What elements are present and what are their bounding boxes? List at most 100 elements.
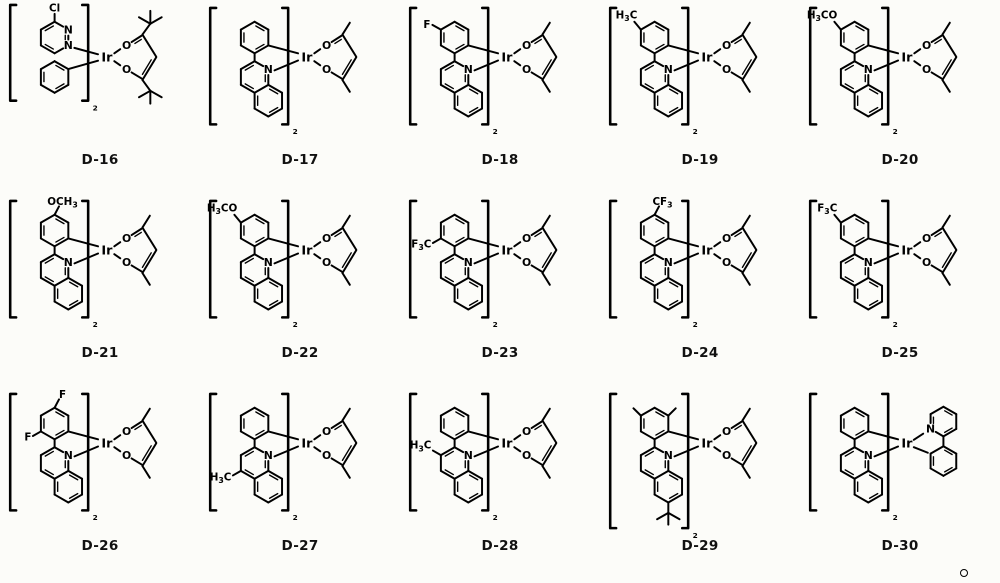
compound-label: D-17 xyxy=(281,152,319,168)
svg-text:Ir: Ir xyxy=(901,243,913,258)
svg-text:O: O xyxy=(922,256,931,269)
svg-text:N: N xyxy=(64,39,73,52)
svg-text:N: N xyxy=(64,449,73,462)
compound-label: D-28 xyxy=(481,538,519,554)
svg-text:2: 2 xyxy=(493,513,498,522)
svg-text:2: 2 xyxy=(293,320,298,329)
svg-text:Ir: Ir xyxy=(501,243,513,258)
svg-text:F3C: F3C xyxy=(817,202,837,216)
svg-text:H3C: H3C xyxy=(616,9,638,23)
svg-text:2: 2 xyxy=(693,320,698,329)
svg-text:O: O xyxy=(722,256,731,269)
compound-label: D-29 xyxy=(681,538,719,554)
svg-text:2: 2 xyxy=(893,513,898,522)
svg-text:O: O xyxy=(722,63,731,76)
svg-text:Ir: Ir xyxy=(301,50,313,65)
svg-text:2: 2 xyxy=(93,103,98,112)
svg-text:Cl: Cl xyxy=(49,2,60,14)
svg-text:O: O xyxy=(122,449,131,462)
svg-text:F3C: F3C xyxy=(411,238,431,252)
svg-text:N: N xyxy=(664,256,673,269)
svg-text:N: N xyxy=(864,449,873,462)
svg-text:O: O xyxy=(722,425,731,438)
svg-text:N: N xyxy=(64,256,73,269)
svg-text:O: O xyxy=(722,232,731,245)
svg-text:N: N xyxy=(464,63,473,76)
svg-text:H3C: H3C xyxy=(410,440,432,454)
svg-text:Ir: Ir xyxy=(101,50,113,65)
svg-text:Ir: Ir xyxy=(701,50,713,65)
svg-text:CF3: CF3 xyxy=(652,196,672,210)
svg-text:O: O xyxy=(522,256,531,269)
compound-label: D-18 xyxy=(481,152,519,168)
svg-text:2: 2 xyxy=(293,513,298,522)
svg-text:Ir: Ir xyxy=(901,436,913,451)
svg-text:Ir: Ir xyxy=(301,436,313,451)
compound-label: D-23 xyxy=(481,345,519,361)
svg-text:Ir: Ir xyxy=(301,243,313,258)
svg-text:2: 2 xyxy=(693,531,698,538)
stray-ring-mark xyxy=(960,569,968,577)
svg-text:O: O xyxy=(322,256,331,269)
svg-text:O: O xyxy=(722,39,731,52)
svg-text:Ir: Ir xyxy=(701,243,713,258)
svg-text:O: O xyxy=(522,232,531,245)
svg-text:O: O xyxy=(322,39,331,52)
svg-text:H3CO: H3CO xyxy=(207,202,238,216)
svg-text:O: O xyxy=(122,256,131,269)
svg-text:Ir: Ir xyxy=(501,436,513,451)
svg-text:N: N xyxy=(464,256,473,269)
svg-text:2: 2 xyxy=(493,320,498,329)
svg-text:N: N xyxy=(264,449,273,462)
svg-text:OCH3: OCH3 xyxy=(47,196,78,210)
svg-text:N: N xyxy=(464,449,473,462)
svg-text:F: F xyxy=(59,389,66,401)
svg-text:N: N xyxy=(264,63,273,76)
svg-text:N: N xyxy=(64,23,73,36)
compound-label: D-24 xyxy=(681,345,719,361)
svg-text:O: O xyxy=(522,449,531,462)
svg-text:O: O xyxy=(922,39,931,52)
svg-text:O: O xyxy=(922,232,931,245)
svg-text:H3C: H3C xyxy=(210,471,232,485)
svg-text:2: 2 xyxy=(693,127,698,136)
svg-text:N: N xyxy=(926,423,935,436)
svg-text:O: O xyxy=(122,232,131,245)
svg-text:O: O xyxy=(522,63,531,76)
svg-text:N: N xyxy=(264,256,273,269)
svg-text:2: 2 xyxy=(893,320,898,329)
svg-text:2: 2 xyxy=(493,127,498,136)
compound-label: D-25 xyxy=(881,345,919,361)
svg-text:O: O xyxy=(322,425,331,438)
svg-text:O: O xyxy=(122,39,131,52)
svg-text:N: N xyxy=(664,449,673,462)
svg-text:N: N xyxy=(864,63,873,76)
compound-label: D-22 xyxy=(281,345,319,361)
compound-label: D-30 xyxy=(881,538,919,554)
compound-label: D-21 xyxy=(81,345,119,361)
